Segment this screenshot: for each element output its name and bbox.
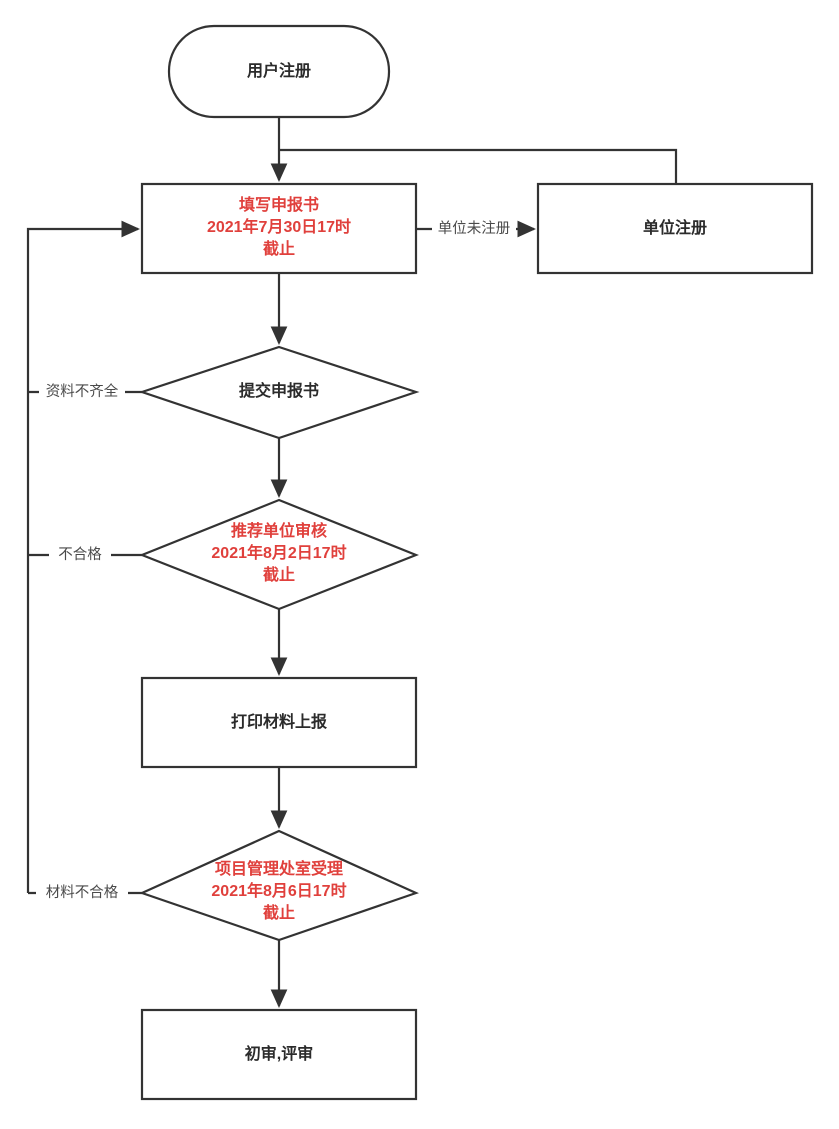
office-accept-label-line3: 截止 [263, 903, 295, 922]
edge-label-materials-incomplete: 资料不齐全 [39, 381, 125, 403]
node-unit-review[interactable]: 推荐单位审核 2021年8月2日17时 截止 [139, 498, 419, 611]
unit-review-label-line3: 截止 [263, 565, 295, 584]
unit-review-shape [139, 498, 419, 611]
user-register-label: 用户注册 [247, 61, 311, 80]
edge-label-materials-not-qualified: 材料不合格 [36, 882, 128, 904]
submit-form-label: 提交申报书 [239, 381, 319, 400]
node-user-register[interactable]: 用户注册 [167, 24, 391, 119]
unit-review-label-line1: 推荐单位审核 [231, 521, 327, 540]
edge-label-bg-2 [39, 381, 125, 403]
edge-label-not-qualified: 不合格 [49, 544, 111, 566]
edge-label-bg-3 [49, 544, 111, 566]
edge-label-materials-not-qualified-text: 材料不合格 [46, 884, 119, 901]
user-register-shape [167, 24, 391, 119]
node-fill-form[interactable]: 填写申报书 2021年7月30日17时 截止 [140, 182, 418, 275]
unit-register-label: 单位注册 [643, 218, 707, 237]
edge-label-unit-not-registered: 单位未注册 [432, 218, 516, 240]
edge-label-materials-incomplete-text: 资料不齐全 [46, 382, 119, 400]
edge-user-register-to-unit-register [279, 148, 678, 184]
submit-form-shape [138, 345, 420, 440]
node-unit-register[interactable]: 单位注册 [536, 182, 814, 275]
node-office-accept[interactable]: 项目管理处室受理 2021年8月6日17时 截止 [139, 829, 419, 942]
edge-label-bg-1 [432, 218, 516, 240]
office-accept-shape [139, 829, 419, 942]
node-print-material[interactable]: 打印材料上报 [140, 676, 418, 769]
first-review-label: 初审,评审 [245, 1044, 313, 1063]
fill-form-label-line3: 截止 [263, 239, 295, 258]
unit-review-label-line2: 2021年8月2日17时 [211, 543, 346, 562]
node-first-review[interactable]: 初审,评审 [140, 1008, 418, 1101]
node-submit-form[interactable]: 提交申报书 [138, 345, 420, 440]
edge-label-unit-not-registered-text: 单位未注册 [438, 220, 511, 237]
print-material-shape [140, 676, 418, 769]
edge-label-not-qualified-text: 不合格 [58, 546, 102, 563]
edge-feedback-backbone [26, 220, 140, 893]
fill-form-label-line2: 2021年7月30日17时 [207, 217, 351, 236]
unit-register-shape [536, 182, 814, 275]
office-accept-label-line2: 2021年8月6日17时 [211, 881, 346, 900]
print-material-label: 打印材料上报 [231, 712, 327, 731]
first-review-shape [140, 1008, 418, 1101]
fill-form-label-line1: 填写申报书 [239, 195, 319, 214]
office-accept-label-line1: 项目管理处室受理 [215, 859, 343, 878]
edge-label-bg-4 [36, 882, 128, 904]
fill-form-shape [140, 182, 418, 275]
